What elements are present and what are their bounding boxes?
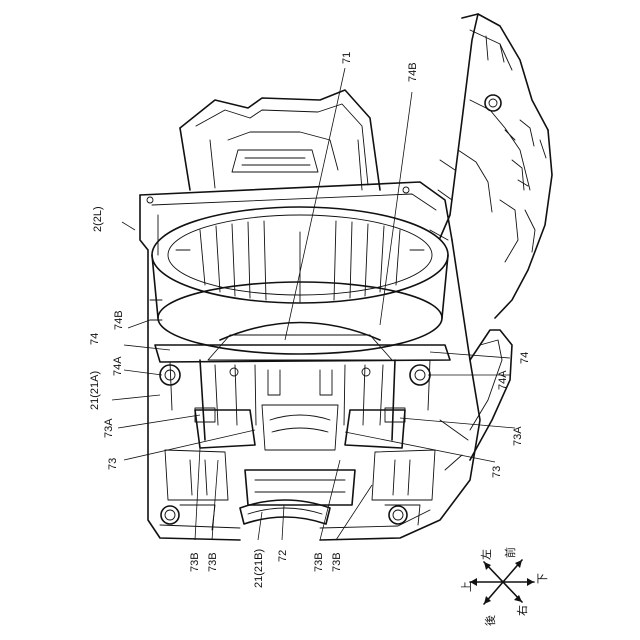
label-74-right: 74 [519, 352, 531, 364]
label-73B-4: 73B [331, 552, 343, 572]
label-72: 72 [277, 550, 289, 562]
motor-cover [180, 90, 380, 190]
label-73B-3: 73B [313, 552, 325, 572]
compass-right-label: 右 [515, 605, 529, 616]
label-74-left: 74 [89, 333, 101, 345]
handle-assembly [430, 14, 552, 318]
direction-compass: 上 下 左 前 右 後 [460, 547, 549, 626]
bottom-area [161, 450, 435, 530]
label-21-21A: 21(21A) [89, 371, 101, 410]
label-21-21B: 21(21B) [253, 549, 265, 588]
compass-down-label: 下 [536, 573, 549, 584]
label-73A-left: 73A [103, 418, 115, 438]
label-71: 71 [341, 52, 353, 64]
label-74B-top: 74B [407, 62, 419, 82]
label-73A-right: 73A [512, 426, 524, 446]
label-73-right: 73 [491, 466, 503, 478]
compass-left-label: 左 [480, 549, 493, 560]
compass-front-label: 前 [503, 547, 517, 558]
compass-up-label: 上 [460, 581, 473, 592]
fan-assembly [152, 207, 448, 360]
label-74A-left: 74A [112, 356, 124, 376]
label-2-2L: 2(2L) [92, 206, 104, 232]
label-74B-left: 74B [113, 310, 125, 330]
inner-partition [155, 345, 450, 450]
compass-rear-label: 後 [483, 615, 497, 626]
label-73-left: 73 [107, 458, 119, 470]
label-73B-1: 73B [189, 552, 201, 572]
label-73B-2: 73B [207, 552, 219, 572]
label-74A-right: 74A [497, 370, 509, 390]
